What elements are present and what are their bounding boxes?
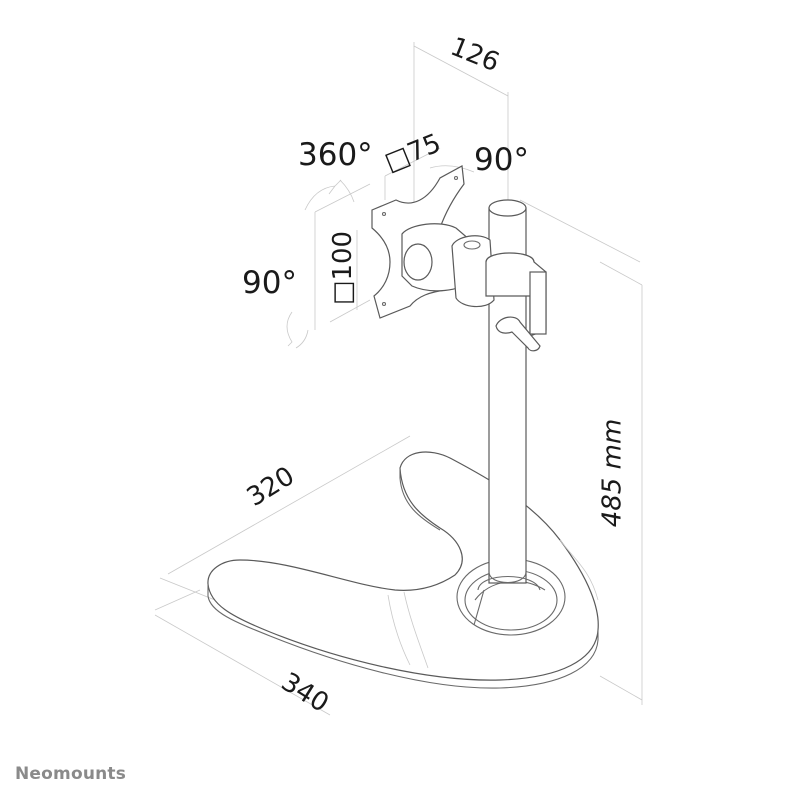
brand-logo: Neomounts	[15, 764, 127, 784]
rotation-arrows	[286, 165, 475, 349]
dim-rotation: 360°	[298, 137, 373, 173]
dim-vesa-100: □100	[328, 230, 359, 306]
dim-tilt: 90°	[242, 265, 297, 301]
dim-swivel: 90°	[474, 142, 529, 178]
dim-pole-height: 485 mm	[597, 418, 628, 528]
dimension-lines	[154, 42, 643, 716]
tilt-head	[371, 165, 547, 352]
